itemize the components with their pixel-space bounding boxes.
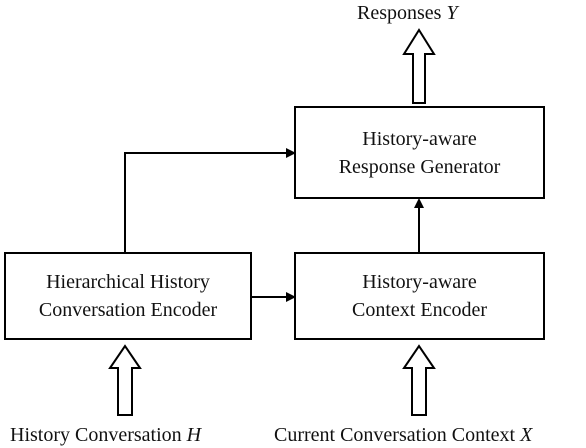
history-input-var: H [186, 424, 202, 446]
context-input-hollow-arrow [402, 344, 436, 416]
responses-var: Y [446, 2, 458, 24]
responses-text: Responses [357, 2, 442, 24]
history-input-text: History Conversation [10, 424, 182, 446]
response-generator-box: History-aware Response Generator [294, 106, 545, 199]
context-encoder-line1: History-aware [362, 271, 477, 293]
hierarchical-encoder-box: Hierarchical History Conversation Encode… [4, 252, 252, 340]
arrow-encoder-to-generator [124, 148, 296, 252]
history-input-hollow-arrow [108, 344, 142, 416]
context-input-label: Current Conversation Context X [274, 423, 532, 447]
context-input-var: X [520, 424, 533, 446]
context-input-text: Current Conversation Context [274, 424, 516, 446]
response-generator-line1: History-aware [362, 127, 477, 150]
output-hollow-arrow [402, 28, 436, 104]
history-input-label: History Conversation H [10, 423, 201, 447]
context-encoder-line2: Context Encoder [352, 299, 487, 321]
hierarchical-encoder-line1: Hierarchical History [46, 271, 210, 293]
hierarchical-encoder-line2: Conversation Encoder [38, 299, 218, 321]
responses-label: Responses Y [357, 1, 458, 25]
context-encoder-box: History-aware Context Encoder [294, 252, 545, 340]
response-generator-line2: Response Generator [338, 155, 501, 178]
